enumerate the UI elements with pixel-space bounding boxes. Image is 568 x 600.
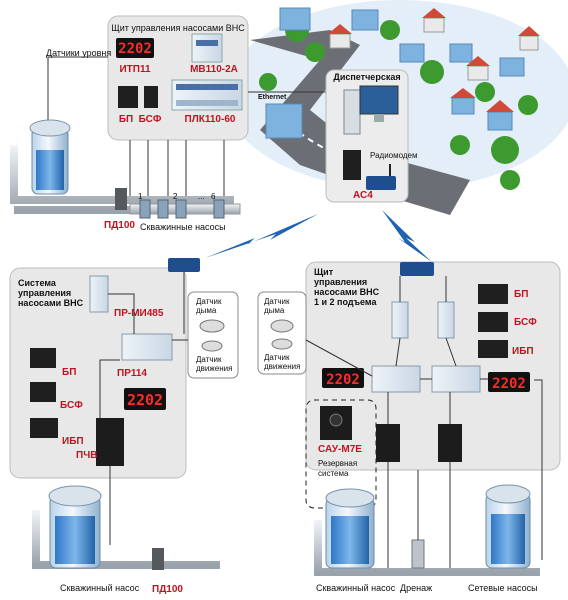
radiomodem-label: Радиомодем	[370, 151, 418, 160]
top-wires	[129, 91, 330, 205]
ac4-device	[366, 176, 396, 190]
mv110-label: МВ110-2А	[190, 64, 238, 75]
right-display-right: 2202	[492, 376, 526, 392]
top-pipeline	[129, 199, 241, 219]
top-bsf-label: БСФ	[139, 114, 162, 125]
pd100-top-label: ПД100	[104, 220, 135, 231]
pump-dots: ...	[198, 192, 205, 201]
radiomodem-device	[343, 150, 361, 180]
right-bottom-tanks: Скважинный насос Дренаж Сетевые насосы	[314, 379, 543, 593]
top-display	[116, 38, 154, 58]
dispatcher-box: Диспетчерская Радиомодем АС4	[325, 69, 418, 203]
mv110-module	[191, 33, 223, 63]
itp11-label: ИТП11	[119, 64, 150, 75]
right-bp-label: БП	[514, 289, 528, 300]
top-panel-title: Щит управления насосами ВНС	[111, 23, 245, 33]
left-motion-l1: Датчик	[196, 355, 222, 364]
pump-num-6: 6	[211, 192, 216, 201]
right-ibp-label: ИБП	[512, 346, 534, 357]
reserve-l1: Резервная	[318, 459, 357, 468]
right-motion-l2: движения	[264, 362, 300, 371]
pr-mi485-label: ПР-МИ485	[114, 308, 164, 319]
right-smoke-l2: дыма	[264, 306, 285, 315]
right-title-l4: 1 и 2 подъема	[314, 297, 377, 307]
right-control-panel: Щит управления насосами ВНС 1 и 2 подъем…	[305, 261, 561, 471]
left-title-line3: насосами ВНС	[18, 298, 84, 308]
network-pumps-label: Сетевые насосы	[468, 583, 538, 593]
pump-num-1: 1	[138, 192, 143, 201]
right-well-pump-label: Скважинный насос	[316, 583, 396, 593]
right-display-left: 2202	[326, 372, 360, 388]
pr114-module	[121, 333, 173, 361]
right-smoke-l1: Датчик	[264, 297, 290, 306]
well-pumps-label: Скважинные насосы	[140, 222, 226, 232]
pchv-drive	[96, 418, 124, 466]
left-system-panel: Система управления насосами ВНС ПР-МИ485…	[9, 258, 200, 479]
drain-label: Дренаж	[400, 583, 432, 593]
reserve-l2: система	[318, 469, 349, 478]
ethernet-label: Ethernet	[258, 94, 287, 101]
top-control-panel: Щит управления насосами ВНС 2202 ИТП11 М…	[107, 15, 249, 141]
left-display	[124, 388, 166, 410]
left-smoke-l1: Датчик	[196, 297, 222, 306]
dispatcher-title: Диспетчерская	[333, 72, 400, 82]
left-sensors: Датчик дыма Датчик движения	[172, 291, 239, 379]
left-ibp-label: ИБП	[62, 436, 84, 447]
pr114-label: ПР114	[117, 368, 147, 379]
left-ibp-module	[30, 418, 58, 438]
right-bsf-label: БСФ	[514, 317, 537, 328]
right-radiomodem	[400, 262, 434, 276]
monitor	[359, 85, 399, 115]
left-bsf-module	[30, 382, 56, 402]
plk110-label: ПЛК110-60	[185, 114, 236, 125]
right-title-l1: Щит	[314, 267, 334, 277]
left-smoke-l2: дыма	[196, 306, 217, 315]
pchv-label: ПЧВ	[76, 450, 97, 461]
left-radiomodem	[168, 258, 200, 272]
left-bp-label: БП	[62, 367, 76, 378]
pc-tower	[343, 89, 361, 135]
pump-num-2: 2	[173, 192, 178, 201]
left-bp-module	[30, 348, 56, 368]
sau-label: САУ-М7Е	[318, 444, 362, 455]
left-pd100-label: ПД100	[152, 584, 183, 595]
level-sensor-line	[47, 56, 108, 125]
ac4-label: АС4	[353, 190, 373, 201]
right-sensors: Датчик дыма Датчик движения	[257, 291, 373, 377]
top-bp-label: БП	[119, 114, 133, 125]
left-bottom-tank: Скважинный насос ПД100	[32, 466, 220, 595]
reserve-system: САУ-М7Е Резервная система	[305, 399, 377, 509]
pd100-top-sensor	[115, 188, 127, 210]
left-bsf-label: БСФ	[60, 400, 83, 411]
left-pump-label: Скважинный насос	[60, 583, 140, 593]
pr-mi485-module	[89, 275, 109, 313]
left-title-line1: Система	[18, 278, 57, 288]
right-title-l3: насосами ВНС	[314, 287, 380, 297]
wireless-links	[205, 210, 432, 262]
bsf-module	[144, 86, 158, 108]
level-sensors-label: Датчики уровня	[46, 48, 111, 58]
top-display-value: 2202	[118, 41, 152, 57]
left-motion-l2: движения	[196, 364, 232, 373]
right-title-l2: управления	[314, 277, 367, 287]
left-title-line2: управления	[18, 288, 71, 298]
right-motion-l1: Датчик	[264, 353, 290, 362]
bp-module	[118, 86, 138, 108]
left-display-value: 2202	[127, 391, 163, 409]
